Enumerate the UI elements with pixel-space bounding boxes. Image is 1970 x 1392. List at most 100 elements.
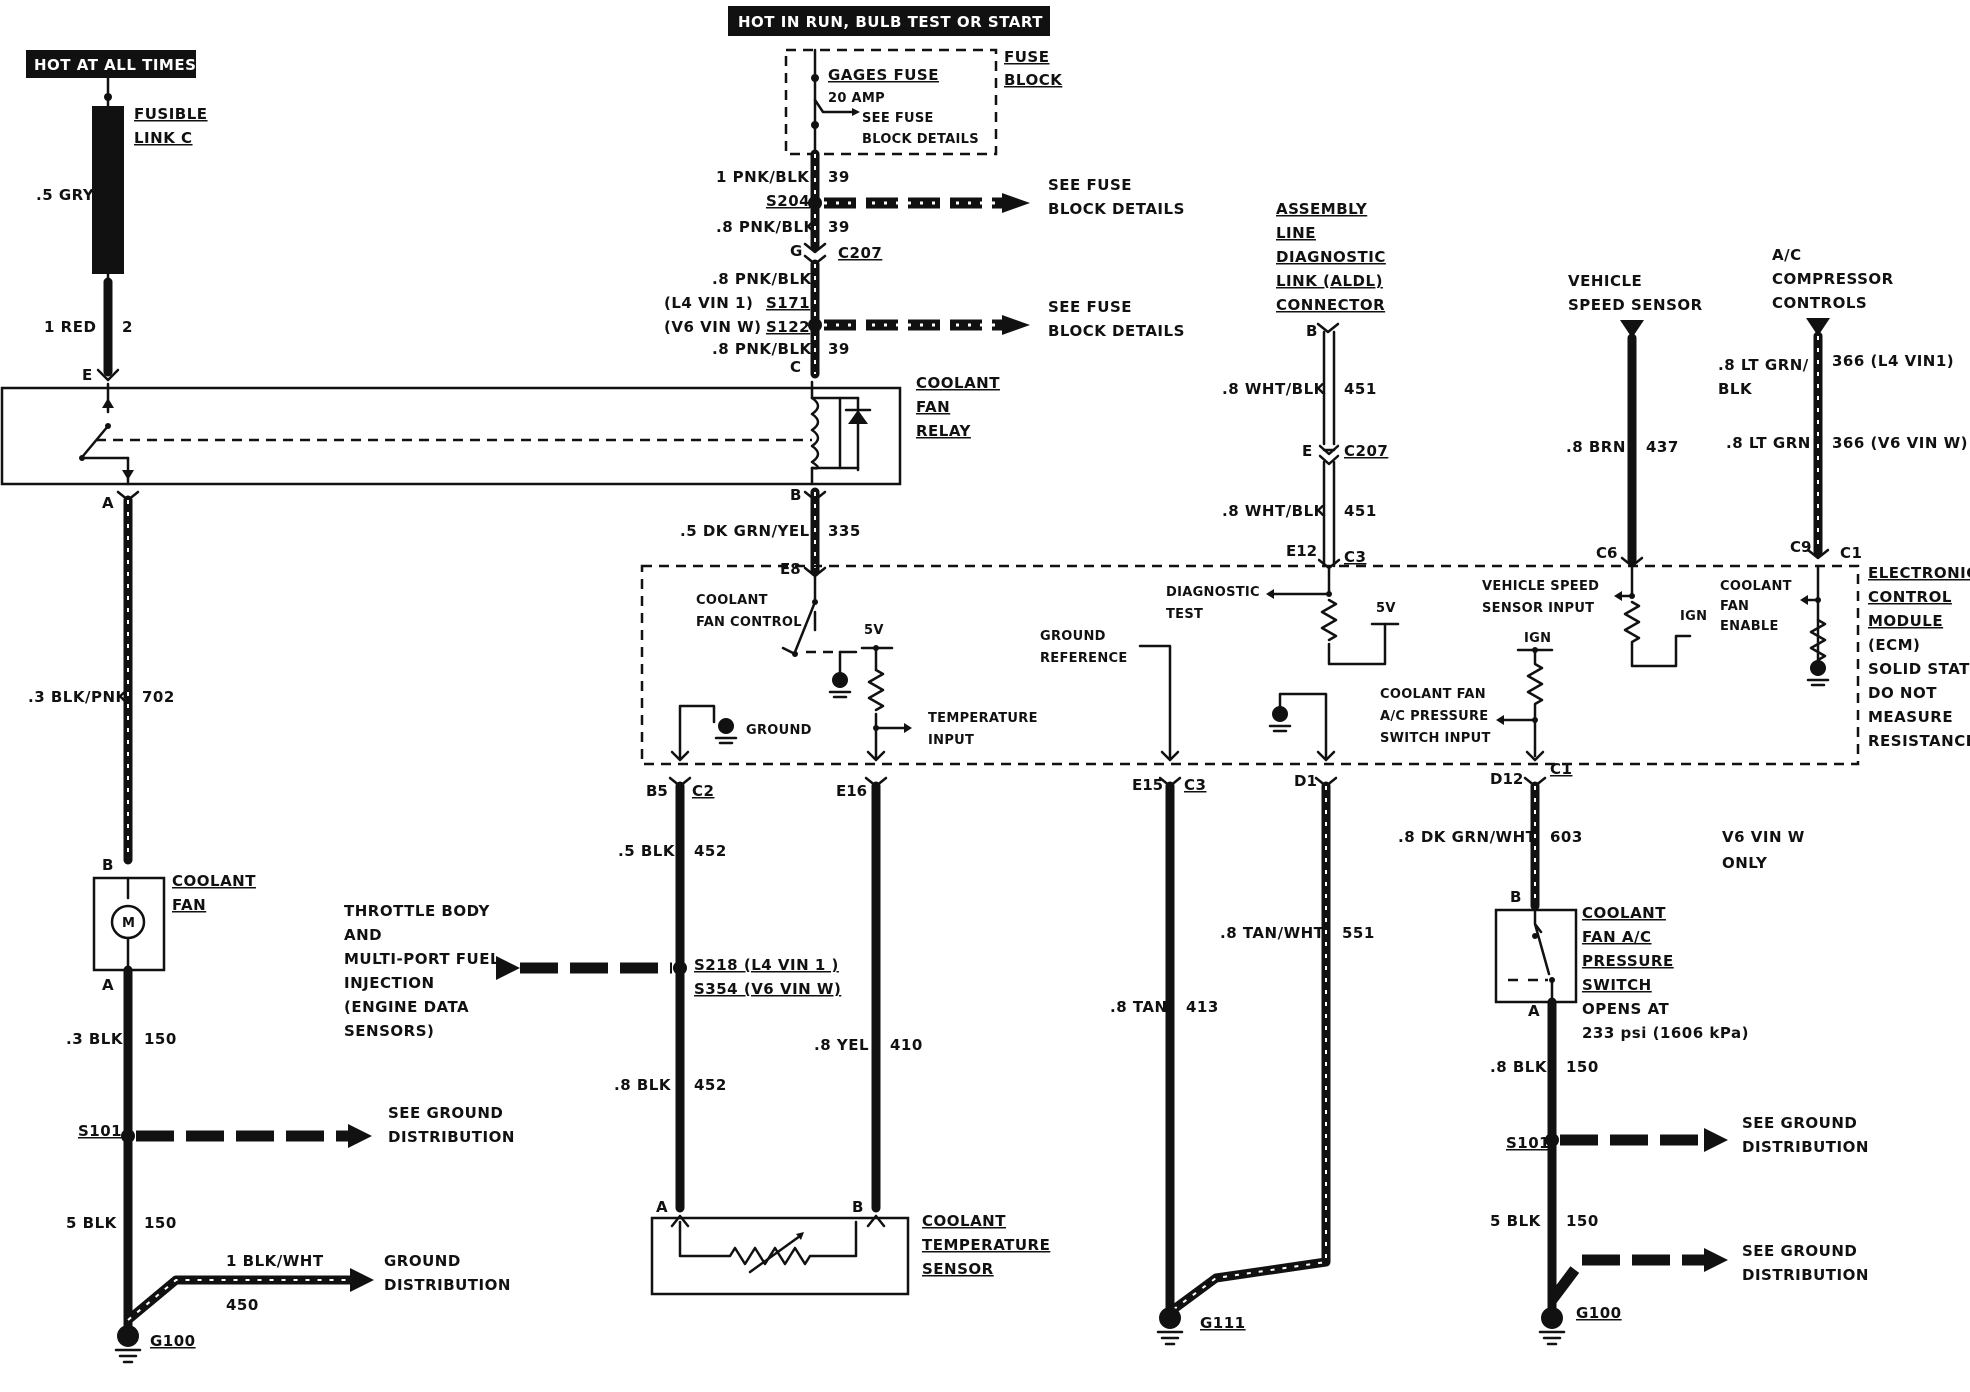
- ground-dist-left-2: DISTRIBUTION: [384, 1276, 511, 1294]
- g100-right-label: G100: [1576, 1304, 1622, 1322]
- wire-blk-wht-circuit: 450: [226, 1296, 259, 1314]
- vss-wire: .8 BRN: [1566, 438, 1626, 456]
- pin-e16: E16: [836, 782, 867, 800]
- sw-line4: SWITCH: [1582, 976, 1652, 994]
- banner-hot-in-run: HOT IN RUN, BULB TEST OR START: [728, 6, 1050, 36]
- fan-title-2: FAN: [172, 896, 206, 914]
- circuit-150-right-a: 150: [1566, 1058, 1599, 1076]
- relay-title-3: RELAY: [916, 422, 972, 440]
- ecm-line8: RESISTANCE: [1868, 732, 1970, 750]
- s218-label: S218 (L4 VIN 1 ): [694, 956, 839, 974]
- relay-pin-b: B: [790, 486, 801, 504]
- relay-pin-c: C: [790, 358, 801, 376]
- v6-only-2: ONLY: [1722, 854, 1768, 872]
- see-ground-right-4: DISTRIBUTION: [1742, 1266, 1869, 1284]
- s354-label: S354 (V6 VIN W): [694, 980, 841, 998]
- sw-line2: FAN A/C: [1582, 928, 1652, 946]
- fuse-block-title-2: BLOCK: [1004, 71, 1063, 89]
- aldl-circuit-451-b: 451: [1344, 502, 1377, 520]
- gages-fuse-label: GAGES FUSE: [828, 66, 939, 84]
- see-ground-left-1: SEE GROUND: [388, 1104, 503, 1122]
- see-ground-left-2: DISTRIBUTION: [388, 1128, 515, 1146]
- banner-hot-at-all-times-text: HOT AT ALL TIMES: [34, 56, 196, 74]
- coolant-fan-ac-pressure-switch: B COOLANT FAN A/C PRESSURE SWITCH OPENS …: [1494, 888, 1748, 1042]
- circuit-39-a: 39: [828, 168, 850, 186]
- aldl-wht-blk-2: .8 WHT/BLK: [1222, 502, 1327, 520]
- circuit-551: 551: [1342, 924, 1375, 942]
- ac-wire1b: BLK: [1718, 380, 1753, 398]
- aldl-c207-label: C207: [1344, 442, 1388, 460]
- aldl-pin-b: B: [1306, 322, 1317, 340]
- banner-hot-at-all-times: HOT AT ALL TIMES: [26, 50, 196, 78]
- see-fuse-1b: BLOCK DETAILS: [1048, 200, 1185, 218]
- circuit-39-b: 39: [828, 218, 850, 236]
- fusible-link-wire: .5 GRY: [36, 186, 95, 204]
- tbi-line2: AND: [344, 926, 382, 944]
- sw-pin-b: B: [1510, 888, 1521, 906]
- v6-vinw-label: (V6 VIN W): [664, 318, 762, 336]
- cts-line2: TEMPERATURE: [922, 1236, 1050, 1254]
- wire-pnk-blk-3: .8 PNK/BLK: [712, 270, 812, 288]
- pin-g: G: [790, 242, 802, 260]
- ecm-cfe-3: ENABLE: [1720, 619, 1779, 634]
- aldl-pin-e12: E12: [1286, 542, 1317, 560]
- sw-pin-a: A: [1528, 1002, 1540, 1020]
- sw-opens-1: OPENS AT: [1582, 1000, 1670, 1018]
- ground-g100-right: [1538, 1307, 1566, 1346]
- circuit-150-right-b: 150: [1566, 1212, 1599, 1230]
- cts-line1: COOLANT: [922, 1212, 1006, 1230]
- aldl-line2: LINE: [1276, 224, 1316, 242]
- wire-dk-grn-yel-label: .5 DK GRN/YEL: [680, 522, 810, 540]
- wire-blk5-center: .5 BLK: [618, 842, 676, 860]
- aldl-line3: DIAGNOSTIC: [1276, 248, 1386, 266]
- ecm-vss-in-2: SENSOR INPUT: [1482, 601, 1594, 616]
- wire-1-red-label: 1 RED: [44, 318, 96, 336]
- tbi-line1: THROTTLE BODY: [344, 902, 490, 920]
- wire-tan-wht-label: .8 TAN/WHT: [1220, 924, 1325, 942]
- ecm-5v-a: 5V: [864, 623, 884, 638]
- ac-line2: COMPRESSOR: [1772, 270, 1894, 288]
- splice-s101-right-label: S101: [1506, 1134, 1550, 1152]
- ecm-5v-b: 5V: [1376, 601, 1396, 616]
- wire-blk-pnk-label: .3 BLK/PNK: [28, 688, 128, 706]
- conn-c1-bottom: C1: [1550, 760, 1572, 778]
- pin-b5: B5: [646, 782, 668, 800]
- wire-blk5-right: 5 BLK: [1490, 1212, 1542, 1230]
- ecm-line6: DO NOT: [1868, 684, 1937, 702]
- splice-s122-label: S122: [766, 318, 810, 336]
- wire-blk3-label: .3 BLK: [66, 1030, 124, 1048]
- splice-s101-left-label: S101: [78, 1122, 122, 1140]
- ecm-cfac-3: SWITCH INPUT: [1380, 731, 1491, 746]
- connector-e-symbol: [96, 368, 120, 382]
- c207-center-label: C207: [838, 244, 882, 262]
- aldl-wht-blk-1: .8 WHT/BLK: [1222, 380, 1327, 398]
- aldl-line5: CONNECTOR: [1276, 296, 1385, 314]
- vss-circuit: 437: [1646, 438, 1679, 456]
- ecm-module: ELECTRONIC CONTROL MODULE (ECM) SOLID ST…: [640, 564, 1970, 766]
- vss-pin: C6: [1596, 544, 1617, 562]
- fusible-link-c: FUSIBLE LINK C .5 GRY: [36, 76, 207, 284]
- wire-pnk-blk-2: .8 PNK/BLK: [716, 218, 816, 236]
- relay-title-1: COOLANT: [916, 374, 1000, 392]
- ac-wire1a: .8 LT GRN/: [1718, 356, 1809, 374]
- splice-s218: [673, 961, 687, 975]
- fuse-block: GAGES FUSE 20 AMP SEE FUSE BLOCK DETAILS…: [784, 48, 1063, 156]
- splice-s122: [808, 318, 822, 332]
- cts-pin-b: B: [852, 1198, 863, 1216]
- tbi-line5: (ENGINE DATA: [344, 998, 469, 1016]
- fan-pin-b: B: [102, 856, 113, 874]
- ecm-line2: CONTROL: [1868, 588, 1952, 606]
- ecm-temp-input-1: TEMPERATURE: [928, 711, 1038, 726]
- ecm-cfe-2: FAN: [1720, 599, 1749, 614]
- wire-blk-pnk-circuit: 702: [142, 688, 175, 706]
- pin-e15: E15: [1132, 776, 1163, 794]
- tbi-line3: MULTI-PORT FUEL: [344, 950, 500, 968]
- see-fuse-2a: SEE FUSE: [1048, 298, 1132, 316]
- see-ground-right-1: SEE GROUND: [1742, 1114, 1857, 1132]
- fuse-block-title-1: FUSE: [1004, 48, 1049, 66]
- relay-pin-a: A: [102, 494, 114, 512]
- ecm-vss-in-1: VEHICLE SPEED: [1482, 579, 1599, 594]
- wire-tan-wht-551: [1165, 781, 1331, 1317]
- ac-wire2: .8 LT GRN: [1726, 434, 1811, 452]
- conn-c2: C2: [692, 782, 714, 800]
